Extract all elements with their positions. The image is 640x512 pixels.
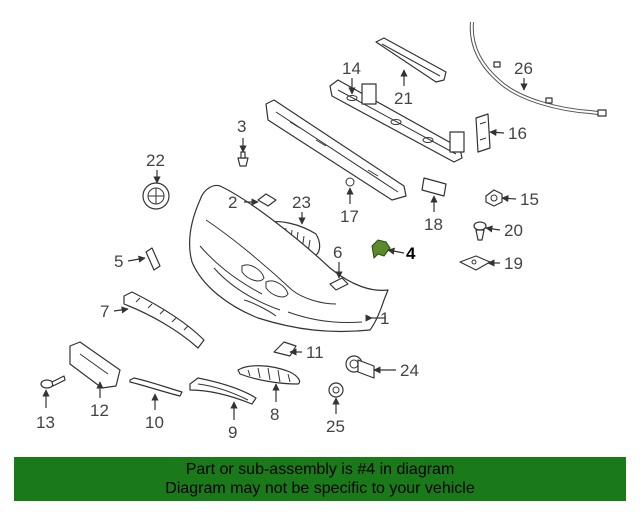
banner-line-disclaimer: Diagram may not be specific to your vehi… — [165, 480, 475, 497]
callout-11: 11 — [306, 343, 324, 362]
callout-9: 9 — [228, 423, 237, 442]
callout-labels: 1 2 3 4 5 6 7 8 9 10 11 12 13 14 15 16 1… — [36, 59, 539, 442]
info-banner: Part or sub-assembly is #4 in diagram Di… — [14, 457, 626, 501]
part-16-bracket[interactable] — [475, 113, 491, 153]
part-6-cover[interactable] — [329, 277, 349, 291]
callout-18: 18 — [424, 215, 443, 234]
callout-7: 7 — [100, 302, 109, 321]
part-17-absorber[interactable] — [265, 99, 407, 201]
callout-17: 17 — [340, 207, 359, 226]
callout-15: 15 — [520, 190, 539, 209]
callout-12: 12 — [90, 401, 109, 420]
callout-21: 21 — [394, 89, 413, 108]
callout-5: 5 — [114, 252, 123, 271]
leader-lines — [42, 69, 528, 420]
callout-23: 23 — [292, 193, 311, 212]
part-15-nut[interactable] — [485, 189, 503, 207]
callout-4: 4 — [406, 244, 416, 263]
callout-1: 1 — [380, 309, 389, 328]
part-21-upper-absorber[interactable] — [375, 37, 447, 83]
part-12-license-bracket[interactable] — [69, 341, 121, 389]
callout-16: 16 — [508, 124, 527, 143]
part-11-cover[interactable] — [273, 341, 297, 357]
part-22-emblem[interactable] — [142, 182, 170, 210]
callout-22: 22 — [146, 151, 165, 170]
part-3-clip[interactable] — [237, 151, 249, 167]
callout-14: 14 — [342, 59, 361, 78]
parts-diagram: 1 2 3 4 5 6 7 8 9 10 11 12 13 14 15 16 1… — [36, 21, 607, 442]
callout-25: 25 — [326, 417, 345, 436]
callout-20: 20 — [504, 221, 523, 240]
part-10-trim-strip[interactable] — [129, 377, 183, 397]
part-13-bolt[interactable] — [40, 375, 66, 389]
callout-24: 24 — [400, 361, 419, 380]
callout-10: 10 — [145, 413, 164, 432]
part-18-bracket[interactable] — [421, 177, 447, 197]
callout-19: 19 — [504, 254, 523, 273]
callout-2: 2 — [228, 193, 237, 212]
part-24-parking-sensor[interactable] — [345, 355, 375, 379]
part-5-cover[interactable] — [145, 247, 161, 271]
callout-8: 8 — [270, 405, 279, 424]
callout-3: 3 — [237, 117, 246, 136]
part-25-sensor-ring[interactable] — [328, 382, 344, 398]
part-8-fog-cover[interactable] — [237, 365, 301, 385]
part-1-bumper-cover[interactable] — [189, 184, 389, 333]
part-9-lower-cover[interactable] — [189, 377, 257, 405]
part-7-lower-grille[interactable] — [123, 291, 205, 349]
part-20-clip[interactable] — [473, 221, 487, 241]
callout-13: 13 — [36, 413, 55, 432]
callout-26: 26 — [514, 59, 533, 78]
part-19-bracket[interactable] — [459, 255, 491, 271]
part-2-bracket[interactable] — [257, 193, 277, 207]
banner-line-part: Part or sub-assembly is #4 in diagram — [185, 461, 455, 478]
callout-6: 6 — [333, 243, 342, 262]
part-26-wiring-harness[interactable] — [469, 21, 607, 117]
part-14-bumper-reinforcement[interactable] — [329, 79, 465, 163]
part-4-bracket-highlighted[interactable] — [371, 239, 391, 260]
